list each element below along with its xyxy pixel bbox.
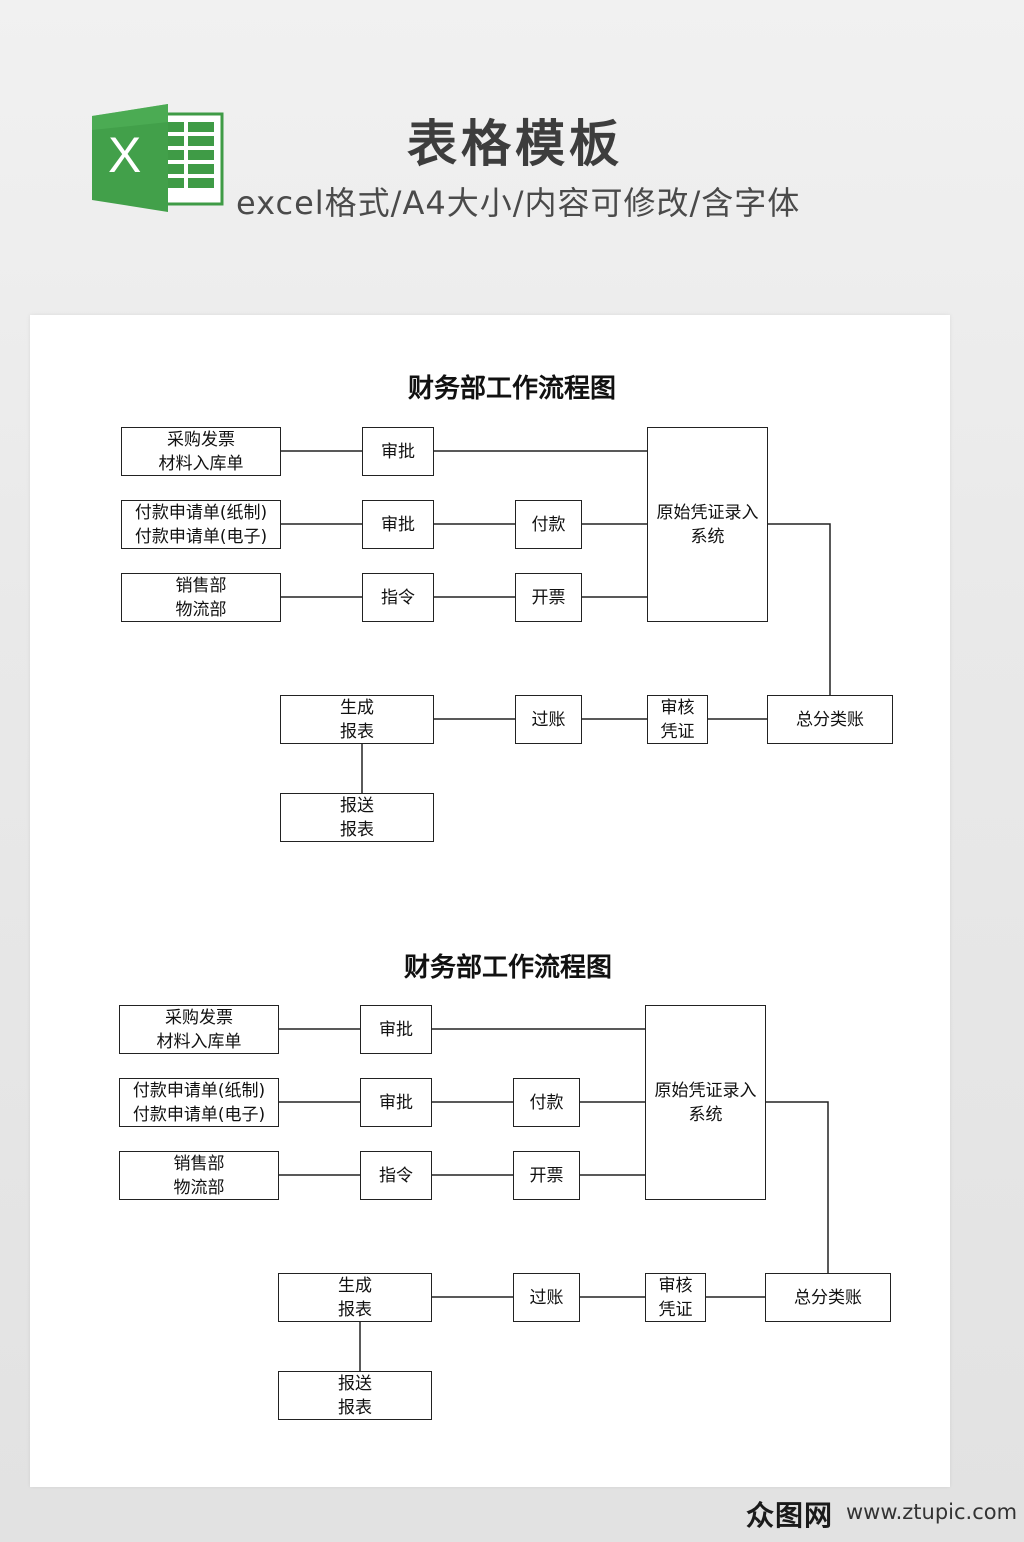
page-subtitle: excel格式/A4大小/内容可修改/含字体 xyxy=(236,184,801,222)
box-approve-2: 审批 xyxy=(362,500,434,549)
flowchart-title: 财务部工作流程图 xyxy=(403,953,612,983)
box-submit-report: 报送 报表 xyxy=(278,1371,432,1420)
box-approve-2: 审批 xyxy=(360,1078,432,1127)
box-submit-report: 报送 报表 xyxy=(280,793,434,842)
box-instruction: 指令 xyxy=(360,1151,432,1200)
box-approve-1: 审批 xyxy=(360,1005,432,1054)
box-general-ledger: 总分类账 xyxy=(765,1273,891,1322)
box-generate-report: 生成 报表 xyxy=(280,695,434,744)
watermark-logo: 众图网 xyxy=(746,1499,834,1532)
box-sales-logistics: 销售部 物流部 xyxy=(121,573,281,622)
box-voucher-entry: 原始凭证录入 系统 xyxy=(645,1005,766,1200)
box-pay: 付款 xyxy=(515,500,582,549)
box-invoice: 开票 xyxy=(515,573,582,622)
box-generate-report: 生成 报表 xyxy=(278,1273,432,1322)
page-title: 表格模板 xyxy=(407,115,623,173)
box-instruction: 指令 xyxy=(362,573,434,622)
excel-icon xyxy=(88,102,228,214)
box-posting: 过账 xyxy=(515,695,582,744)
box-pay: 付款 xyxy=(513,1078,580,1127)
box-purchase-invoice: 采购发票 材料入库单 xyxy=(121,427,281,476)
box-posting: 过账 xyxy=(513,1273,580,1322)
box-audit-voucher: 审核 凭证 xyxy=(647,695,708,744)
box-sales-logistics: 销售部 物流部 xyxy=(119,1151,279,1200)
box-invoice: 开票 xyxy=(513,1151,580,1200)
box-payment-request: 付款申请单(纸制) 付款申请单(电子) xyxy=(119,1078,279,1127)
box-audit-voucher: 审核 凭证 xyxy=(645,1273,706,1322)
watermark-url: www.ztupic.com xyxy=(846,1500,1018,1524)
box-approve-1: 审批 xyxy=(362,427,434,476)
flowchart-title: 财务部工作流程图 xyxy=(407,374,616,404)
box-purchase-invoice: 采购发票 材料入库单 xyxy=(119,1005,279,1054)
box-general-ledger: 总分类账 xyxy=(767,695,893,744)
excel-logo-letter: X xyxy=(108,127,142,183)
box-voucher-entry: 原始凭证录入 系统 xyxy=(647,427,768,622)
box-payment-request: 付款申请单(纸制) 付款申请单(电子) xyxy=(121,500,281,549)
